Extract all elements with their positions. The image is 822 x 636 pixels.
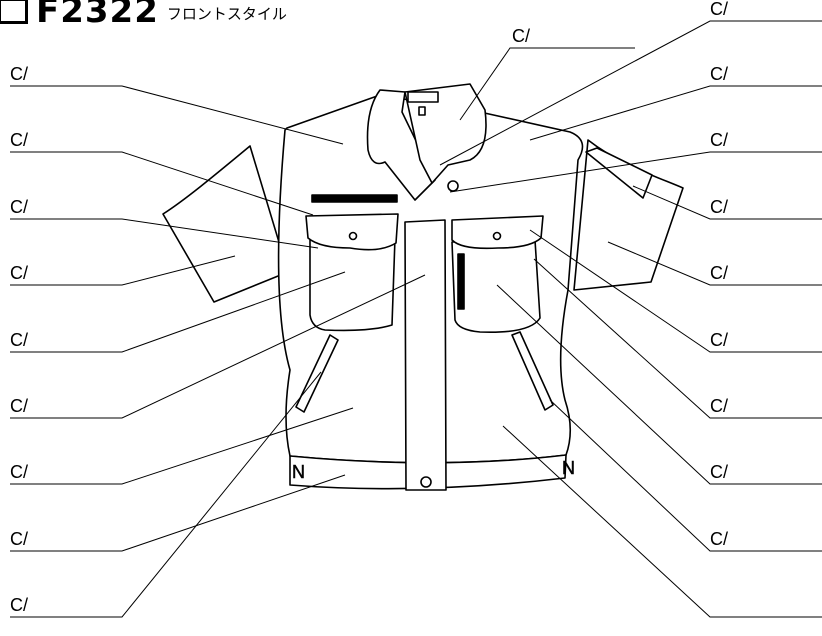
leader-right-7 (533, 258, 822, 419)
leader-right-9 (549, 399, 822, 552)
chest-zipper (311, 194, 398, 203)
left-slash-pocket (295, 334, 339, 413)
right-sleeve (573, 139, 684, 291)
leader-left-2 (10, 151, 314, 216)
callout-right-6: C/ (710, 330, 728, 350)
callout-right-7: C/ (710, 396, 728, 416)
callout-left-6: C/ (10, 396, 28, 416)
callout-right-2: C/ (710, 64, 728, 84)
leader-left-3 (10, 218, 319, 249)
callout-top: C/ (512, 26, 530, 46)
title-checkbox[interactable] (0, 0, 28, 24)
left-flap-button (348, 231, 358, 241)
callout-left-2: C/ (10, 130, 28, 150)
collar-hanger (418, 106, 426, 116)
right-tab-n: N (562, 458, 575, 478)
sleeve-pocket (585, 147, 653, 199)
left-sleeve (162, 145, 289, 303)
leader-left-9 (10, 371, 322, 618)
right-slash-pocket (511, 331, 554, 411)
callout-left-3: C/ (10, 197, 28, 217)
right-chest-pocket (451, 239, 541, 334)
leader-right-6 (529, 229, 822, 353)
leader-left-4 (10, 255, 236, 286)
collar-left (366, 89, 436, 201)
left-tab-n: N (292, 462, 305, 482)
leader-right-4 (632, 185, 822, 220)
leader-right-8 (496, 284, 822, 485)
right-flap-button (492, 231, 502, 241)
left-chest-pocket (309, 237, 396, 332)
leader-left-8 (10, 474, 346, 552)
callout-left-1: C/ (10, 64, 28, 84)
leader-right-5 (607, 241, 822, 286)
front-placket (404, 219, 447, 491)
pocket-zipper (457, 253, 465, 310)
callout-right-9: C/ (710, 529, 728, 549)
leader-left-5 (10, 271, 346, 353)
callout-left-5: C/ (10, 330, 28, 350)
leader-top (459, 47, 635, 121)
callout-left-8: C/ (10, 529, 28, 549)
model-code: F2322 (36, 0, 159, 31)
callout-left-4: C/ (10, 263, 28, 283)
collar-button (447, 180, 459, 192)
leader-left-6 (10, 274, 426, 419)
leader-left-1 (10, 85, 344, 145)
leader-right-3 (449, 151, 822, 193)
leader-right-1 (439, 20, 822, 166)
collar-label (407, 91, 439, 103)
hem-button (420, 476, 432, 488)
callout-right-3: C/ (710, 130, 728, 150)
style-name: フロントスタイル (166, 5, 287, 23)
callout-left-7: C/ (10, 462, 28, 482)
leader-right-10 (502, 425, 822, 618)
callout-right-5: C/ (710, 263, 728, 283)
callout-left-9: C/ (10, 595, 28, 615)
leader-right-2 (529, 85, 822, 141)
leader-left-7 (10, 407, 354, 485)
header: F2322 フロントスタイル (0, 0, 287, 28)
callout-right-8: C/ (710, 462, 728, 482)
callout-right-4: C/ (710, 197, 728, 217)
callout-right-1: C/ (710, 0, 728, 19)
